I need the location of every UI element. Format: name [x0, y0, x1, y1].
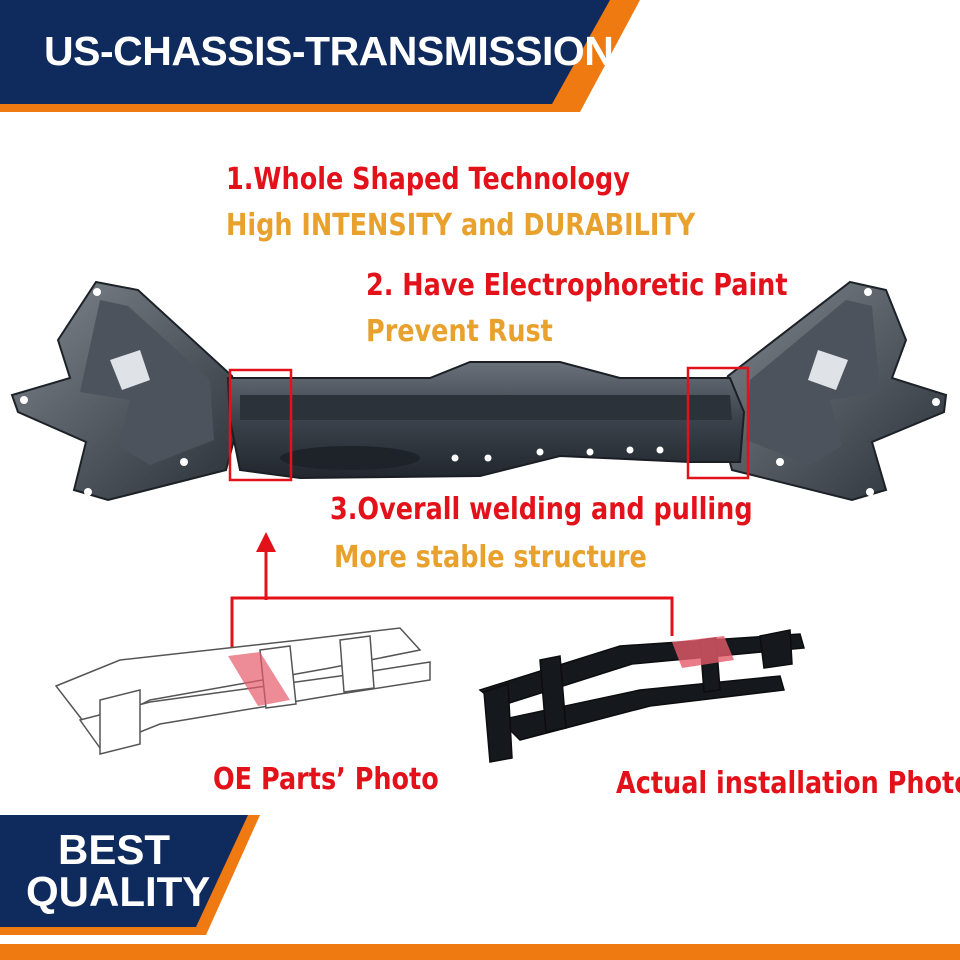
bottom-stripe [0, 944, 960, 960]
feature-2-title: 2. Have Electrophoretic Paint [366, 268, 788, 303]
actual-photo-caption: Actual installation Photo [616, 766, 960, 801]
feature-3-subtitle: More stable structure [334, 540, 647, 575]
best-quality-badge [0, 815, 260, 935]
badge-line-quality: QUALITY [26, 868, 211, 915]
feature-1-subtitle: High INTENSITY and DURABILITY [226, 208, 696, 243]
badge-line-best: BEST [58, 826, 171, 873]
top-banner [0, 0, 640, 112]
feature-2-subtitle: Prevent Rust [366, 314, 553, 349]
banner-title: US-CHASSIS-TRANSMISSION [44, 28, 614, 74]
feature-1-title: 1.Whole Shaped Technology [226, 162, 630, 197]
oe-photo-caption: OE Parts’ Photo [213, 762, 439, 797]
feature-3-title: 3.Overall welding and pulling [330, 492, 753, 527]
